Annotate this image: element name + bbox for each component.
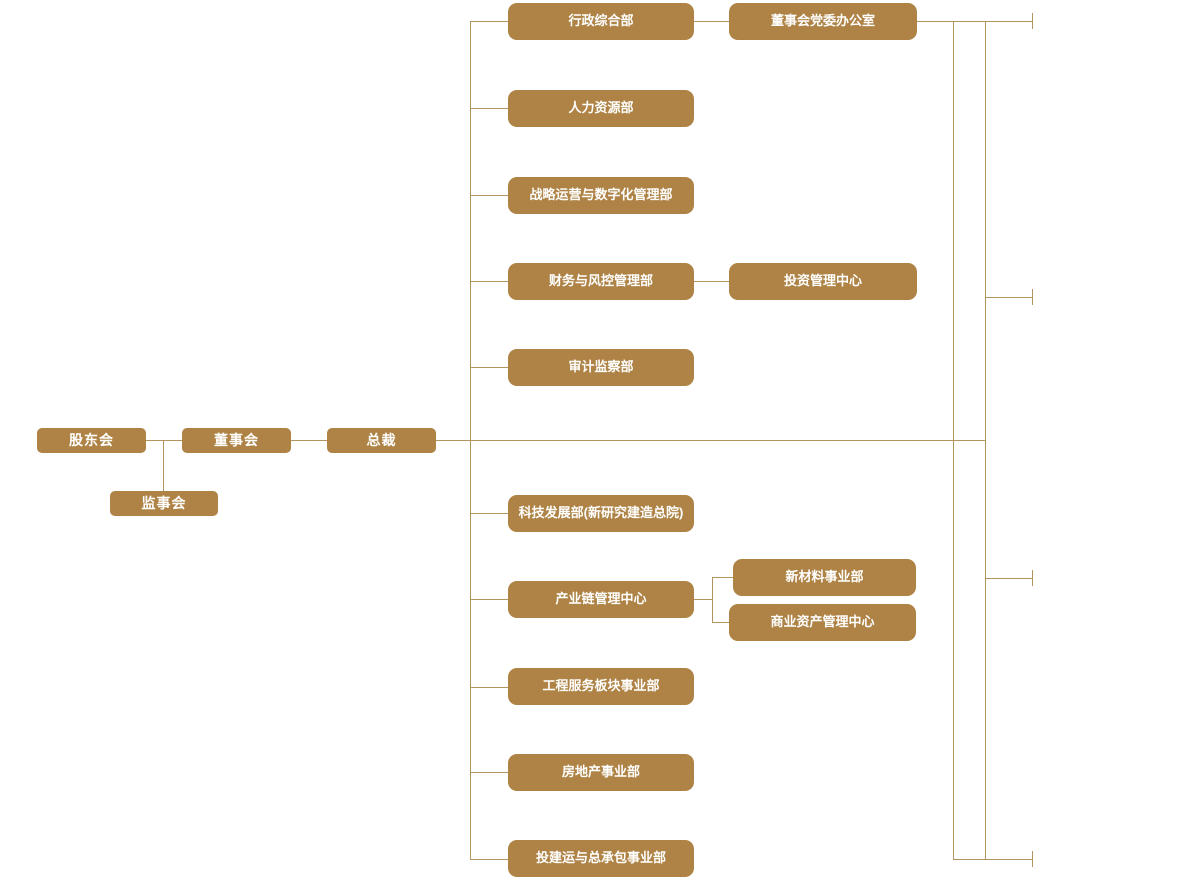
connector-line [470,21,508,22]
connector-line [985,297,1032,298]
connector-line [1032,851,1033,867]
org-node-board-party-office: 董事会党委办公室 [729,3,917,40]
connector-line [470,687,508,688]
connector-line [1032,289,1033,305]
org-node-label: 投资管理中心 [783,273,862,289]
org-node-label: 房地产事业部 [561,764,640,780]
org-node-label: 商业资产管理中心 [770,614,875,630]
org-node-human-resources: 人力资源部 [508,90,694,127]
org-node-finance-risk: 财务与风控管理部 [508,263,694,300]
org-node-engineering-services: 工程服务板块事业部 [508,668,694,705]
org-node-label: 战略运营与数字化管理部 [529,187,673,203]
connector-line [712,577,733,578]
connector-line [470,772,508,773]
org-node-supervisory: 监事会 [110,491,218,516]
org-node-label: 总裁 [366,431,397,448]
org-node-label: 审计监察部 [568,359,634,375]
org-node-real-estate: 房地产事业部 [508,754,694,791]
org-node-label: 科技发展部(新研究建造总院) [518,505,684,521]
org-node-label: 新材料事业部 [785,569,864,585]
connector-line [470,108,508,109]
org-node-strategy-digital: 战略运营与数字化管理部 [508,177,694,214]
connector-line [953,21,954,859]
org-node-label: 监事会 [141,494,187,511]
org-node-shareholders: 股东会 [37,428,146,453]
org-node-industry-chain: 产业链管理中心 [508,581,694,618]
org-node-audit-supervision: 审计监察部 [508,349,694,386]
org-node-label: 董事会党委办公室 [770,13,875,29]
org-node-investment-center: 投资管理中心 [729,263,917,300]
org-node-label: 行政综合部 [568,13,634,29]
connector-line [291,440,327,441]
org-node-admin-general: 行政综合部 [508,3,694,40]
connector-line [694,21,729,22]
org-node-invest-build-contract: 投建运与总承包事业部 [508,840,694,877]
org-node-president: 总裁 [327,428,436,453]
org-node-label: 投建运与总承包事业部 [535,850,666,866]
org-node-label: 财务与风控管理部 [548,273,653,289]
org-node-label: 人力资源部 [568,100,634,116]
org-node-tech-development: 科技发展部(新研究建造总院) [508,495,694,532]
connector-line [470,281,508,282]
connector-line [436,440,985,441]
connector-line [694,599,712,600]
connector-line [712,577,713,623]
org-node-label: 产业链管理中心 [555,591,647,607]
connector-line [470,21,471,859]
org-node-label: 股东会 [69,431,114,448]
connector-line [694,281,729,282]
connector-line [470,367,508,368]
org-node-commercial-assets: 商业资产管理中心 [729,604,916,641]
connector-line [470,195,508,196]
connector-line [163,440,164,491]
connector-line [712,622,729,623]
connector-line [1032,13,1033,29]
org-node-new-materials: 新材料事业部 [733,559,916,596]
connector-line [470,599,508,600]
connector-line [470,859,508,860]
org-node-board: 董事会 [182,428,291,453]
org-node-label: 工程服务板块事业部 [542,678,660,694]
connector-line [985,578,1032,579]
connector-line [917,21,1032,22]
org-node-label: 董事会 [214,431,259,448]
connector-line [1032,570,1033,586]
connector-line [470,513,508,514]
connector-line [985,21,986,859]
connector-line [953,859,1032,860]
connector-line [146,440,182,441]
